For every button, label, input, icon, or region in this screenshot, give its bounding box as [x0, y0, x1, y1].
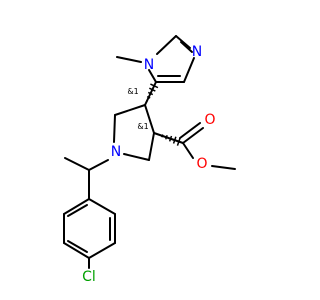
stereo-wedge-bottom-hash-2	[161, 134, 164, 138]
bond-pyrrolidine-3	[123, 153, 150, 161]
bond-aryl-1	[88, 198, 116, 215]
bond-aryl-4	[63, 242, 90, 259]
stereo-wedge-top-hash-1	[145, 100, 148, 103]
atom-n-methyl-imidazole: N	[144, 57, 154, 73]
stereo-labels: &1 &1	[127, 87, 148, 131]
bond-ester-methyl	[211, 165, 236, 170]
atom-o-carbonyl: O	[204, 112, 215, 128]
bond-imidazole-1	[156, 35, 177, 55]
bond-aryl-6	[63, 198, 90, 215]
molecule-structure: N N N O O Cl &1 &1	[63, 35, 236, 285]
bond-aryl-3	[88, 242, 116, 259]
stereo-wedge-bottom-hash-6	[176, 137, 181, 146]
stereo-label-top: &1	[127, 87, 138, 96]
bond-n-methyl	[116, 56, 142, 63]
bond-aryl-inner-3	[67, 204, 88, 217]
bond-ester-2	[182, 142, 194, 159]
molecule-diagram: N N N O O Cl &1 &1	[63, 35, 236, 285]
stereo-hash-bonds	[145, 83, 181, 146]
bond-imidazole-5	[148, 69, 157, 83]
bond-imidazole-2b	[180, 41, 193, 53]
atom-o-ester: O	[196, 156, 207, 172]
bond-pyrrolidine-4	[148, 132, 155, 161]
stereo-wedge-top-hash-4	[149, 87, 156, 92]
stereo-label-bottom: &1	[137, 122, 148, 131]
bond-n-ethyl-1	[88, 159, 109, 171]
bond-aryl-inner-2	[67, 240, 88, 253]
atom-labels: N N N O O Cl	[82, 44, 215, 285]
bond-pyrrolidine-5	[144, 104, 155, 134]
stereo-wedge-bottom-hash-4	[168, 135, 173, 142]
bond-carbonyl-b	[179, 122, 201, 139]
bond-carbonyl-a	[182, 127, 204, 144]
atom-n-imidazole: N	[192, 44, 202, 60]
bonds	[63, 35, 236, 269]
bond-imidazole-3	[183, 57, 195, 83]
bond-pyrrolidine-1	[114, 104, 146, 116]
stereo-wedge-top-hash-2	[146, 95, 151, 99]
bond-ethyl-methyl	[64, 157, 90, 171]
stereo-wedge-bottom-hash-3	[165, 135, 168, 140]
stereo-wedge-top-hash-5	[150, 83, 159, 89]
atom-chlorine: Cl	[82, 269, 96, 285]
atom-n-pyrrolidine: N	[111, 144, 121, 160]
bond-pyrrolidine-2	[113, 114, 116, 143]
stereo-wedge-bottom-hash-5	[172, 136, 177, 144]
bond-imidazole-2	[175, 35, 191, 49]
stereo-wedge-top-hash-3	[147, 91, 154, 96]
